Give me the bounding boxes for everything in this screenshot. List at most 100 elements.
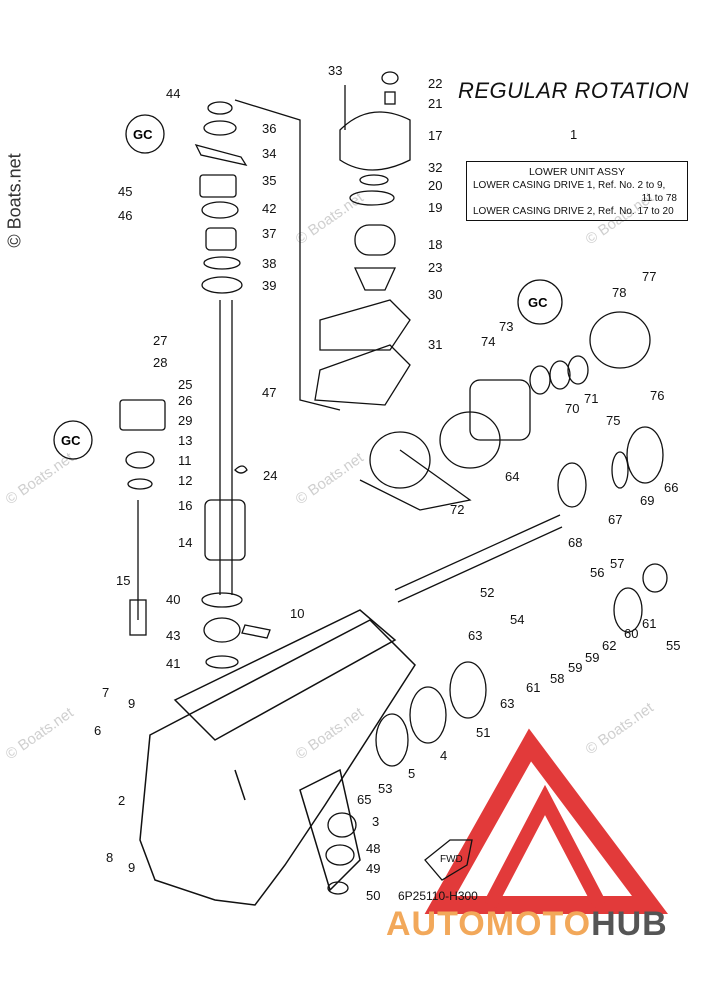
- callout-38: 38: [262, 256, 276, 271]
- callout-36: 36: [262, 121, 276, 136]
- callout-32: 32: [428, 160, 442, 175]
- callout-29: 29: [178, 413, 192, 428]
- callout-26: 26: [178, 393, 192, 408]
- info-box-line4: LOWER CASING DRIVE 2, Ref. No. 17 to 20: [473, 206, 674, 217]
- callout-70: 70: [565, 401, 579, 416]
- callout-59: 59: [568, 660, 582, 675]
- sealant-mark-label: GC: [61, 433, 81, 448]
- sealant-mark-label: GC: [133, 127, 153, 142]
- callout-72: 72: [450, 502, 464, 517]
- callout-10: 10: [290, 606, 304, 621]
- callout-78: 78: [612, 285, 626, 300]
- callout-44: 44: [166, 86, 180, 101]
- callout-18: 18: [428, 237, 442, 252]
- info-box-line3: 11 to 78: [641, 193, 677, 204]
- shift-assembly: [119, 399, 166, 636]
- callout-13: 13: [178, 433, 192, 448]
- callout-2: 2: [118, 793, 125, 808]
- callout-1: 1: [570, 127, 577, 142]
- fwd-arrow: FWD: [424, 839, 473, 881]
- callout-74: 74: [481, 334, 495, 349]
- callout-19: 19: [428, 200, 442, 215]
- callout-59: 59: [585, 650, 599, 665]
- callout-50: 50: [366, 888, 380, 903]
- callout-77: 77: [642, 269, 656, 284]
- water-pump-group: [314, 71, 411, 406]
- callout-62: 62: [602, 638, 616, 653]
- watermark: © Boats.net: [293, 189, 368, 248]
- diagram-title: REGULAR ROTATION: [458, 78, 689, 103]
- callout-52: 52: [480, 585, 494, 600]
- callout-46: 46: [118, 208, 132, 223]
- callout-48: 48: [366, 841, 380, 856]
- propeller-shaft-group: [325, 311, 668, 895]
- callout-61: 61: [642, 616, 656, 631]
- callout-17: 17: [428, 128, 442, 143]
- callout-75: 75: [606, 413, 620, 428]
- callout-9: 9: [128, 860, 135, 875]
- callout-69: 69: [640, 493, 654, 508]
- callout-28: 28: [153, 355, 167, 370]
- callout-16: 16: [178, 498, 192, 513]
- watermark: © Boats.net: [293, 704, 368, 763]
- callout-64: 64: [505, 469, 519, 484]
- callout-63: 63: [468, 628, 482, 643]
- brand-part2: HUB: [591, 905, 668, 943]
- callout-56: 56: [590, 565, 604, 580]
- callout-numbers: 1234567899101112131415161718192021222324…: [94, 63, 680, 903]
- callout-45: 45: [118, 184, 132, 199]
- callout-43: 43: [166, 628, 180, 643]
- info-box-line2: LOWER CASING DRIVE 1, Ref. No. 2 to 9,: [473, 180, 666, 191]
- callout-33: 33: [328, 63, 342, 78]
- callout-63: 63: [500, 696, 514, 711]
- callout-6: 6: [94, 723, 101, 738]
- callout-3: 3: [372, 814, 379, 829]
- callout-4: 4: [440, 748, 447, 763]
- brand-wordmark: AUTOMOTOHUB: [386, 905, 668, 944]
- callout-47: 47: [262, 385, 276, 400]
- sealant-mark-label: GC: [528, 295, 548, 310]
- side-watermark: © Boats.net: [4, 153, 25, 248]
- callout-65: 65: [357, 792, 371, 807]
- callout-22: 22: [428, 76, 442, 91]
- callout-30: 30: [428, 287, 442, 302]
- watermark: © Boats.net: [3, 704, 78, 763]
- callout-35: 35: [262, 173, 276, 188]
- callout-27: 27: [153, 333, 167, 348]
- callout-71: 71: [584, 391, 598, 406]
- callout-54: 54: [510, 612, 524, 627]
- fwd-label: FWD: [440, 854, 463, 865]
- callout-25: 25: [178, 377, 192, 392]
- callout-73: 73: [499, 319, 513, 334]
- brand-part1: AUTOMOTO: [386, 905, 592, 943]
- callout-49: 49: [366, 861, 380, 876]
- callout-20: 20: [428, 178, 442, 193]
- callout-66: 66: [664, 480, 678, 495]
- callout-60: 60: [624, 626, 638, 641]
- callout-37: 37: [262, 226, 276, 241]
- callout-15: 15: [116, 573, 130, 588]
- watermark: © Boats.net: [583, 699, 658, 758]
- callout-53: 53: [378, 781, 392, 796]
- callout-58: 58: [550, 671, 564, 686]
- callout-7: 7: [102, 685, 109, 700]
- callout-51: 51: [476, 725, 490, 740]
- callout-40: 40: [166, 592, 180, 607]
- callout-14: 14: [178, 535, 192, 550]
- brand-logo-mark: [424, 728, 668, 914]
- callout-24: 24: [263, 468, 277, 483]
- callout-68: 68: [568, 535, 582, 550]
- callout-76: 76: [650, 388, 664, 403]
- diagram-code: 6P25110-H300: [398, 889, 478, 903]
- callout-5: 5: [408, 766, 415, 781]
- callout-57: 57: [610, 556, 624, 571]
- callout-39: 39: [262, 278, 276, 293]
- drive-shaft-assembly: [194, 99, 341, 669]
- callout-11: 11: [178, 453, 192, 468]
- callout-23: 23: [428, 260, 442, 275]
- callout-42: 42: [262, 201, 276, 216]
- callout-41: 41: [166, 656, 180, 671]
- callout-9: 9: [128, 696, 135, 711]
- watermark: © Boats.net: [293, 449, 368, 508]
